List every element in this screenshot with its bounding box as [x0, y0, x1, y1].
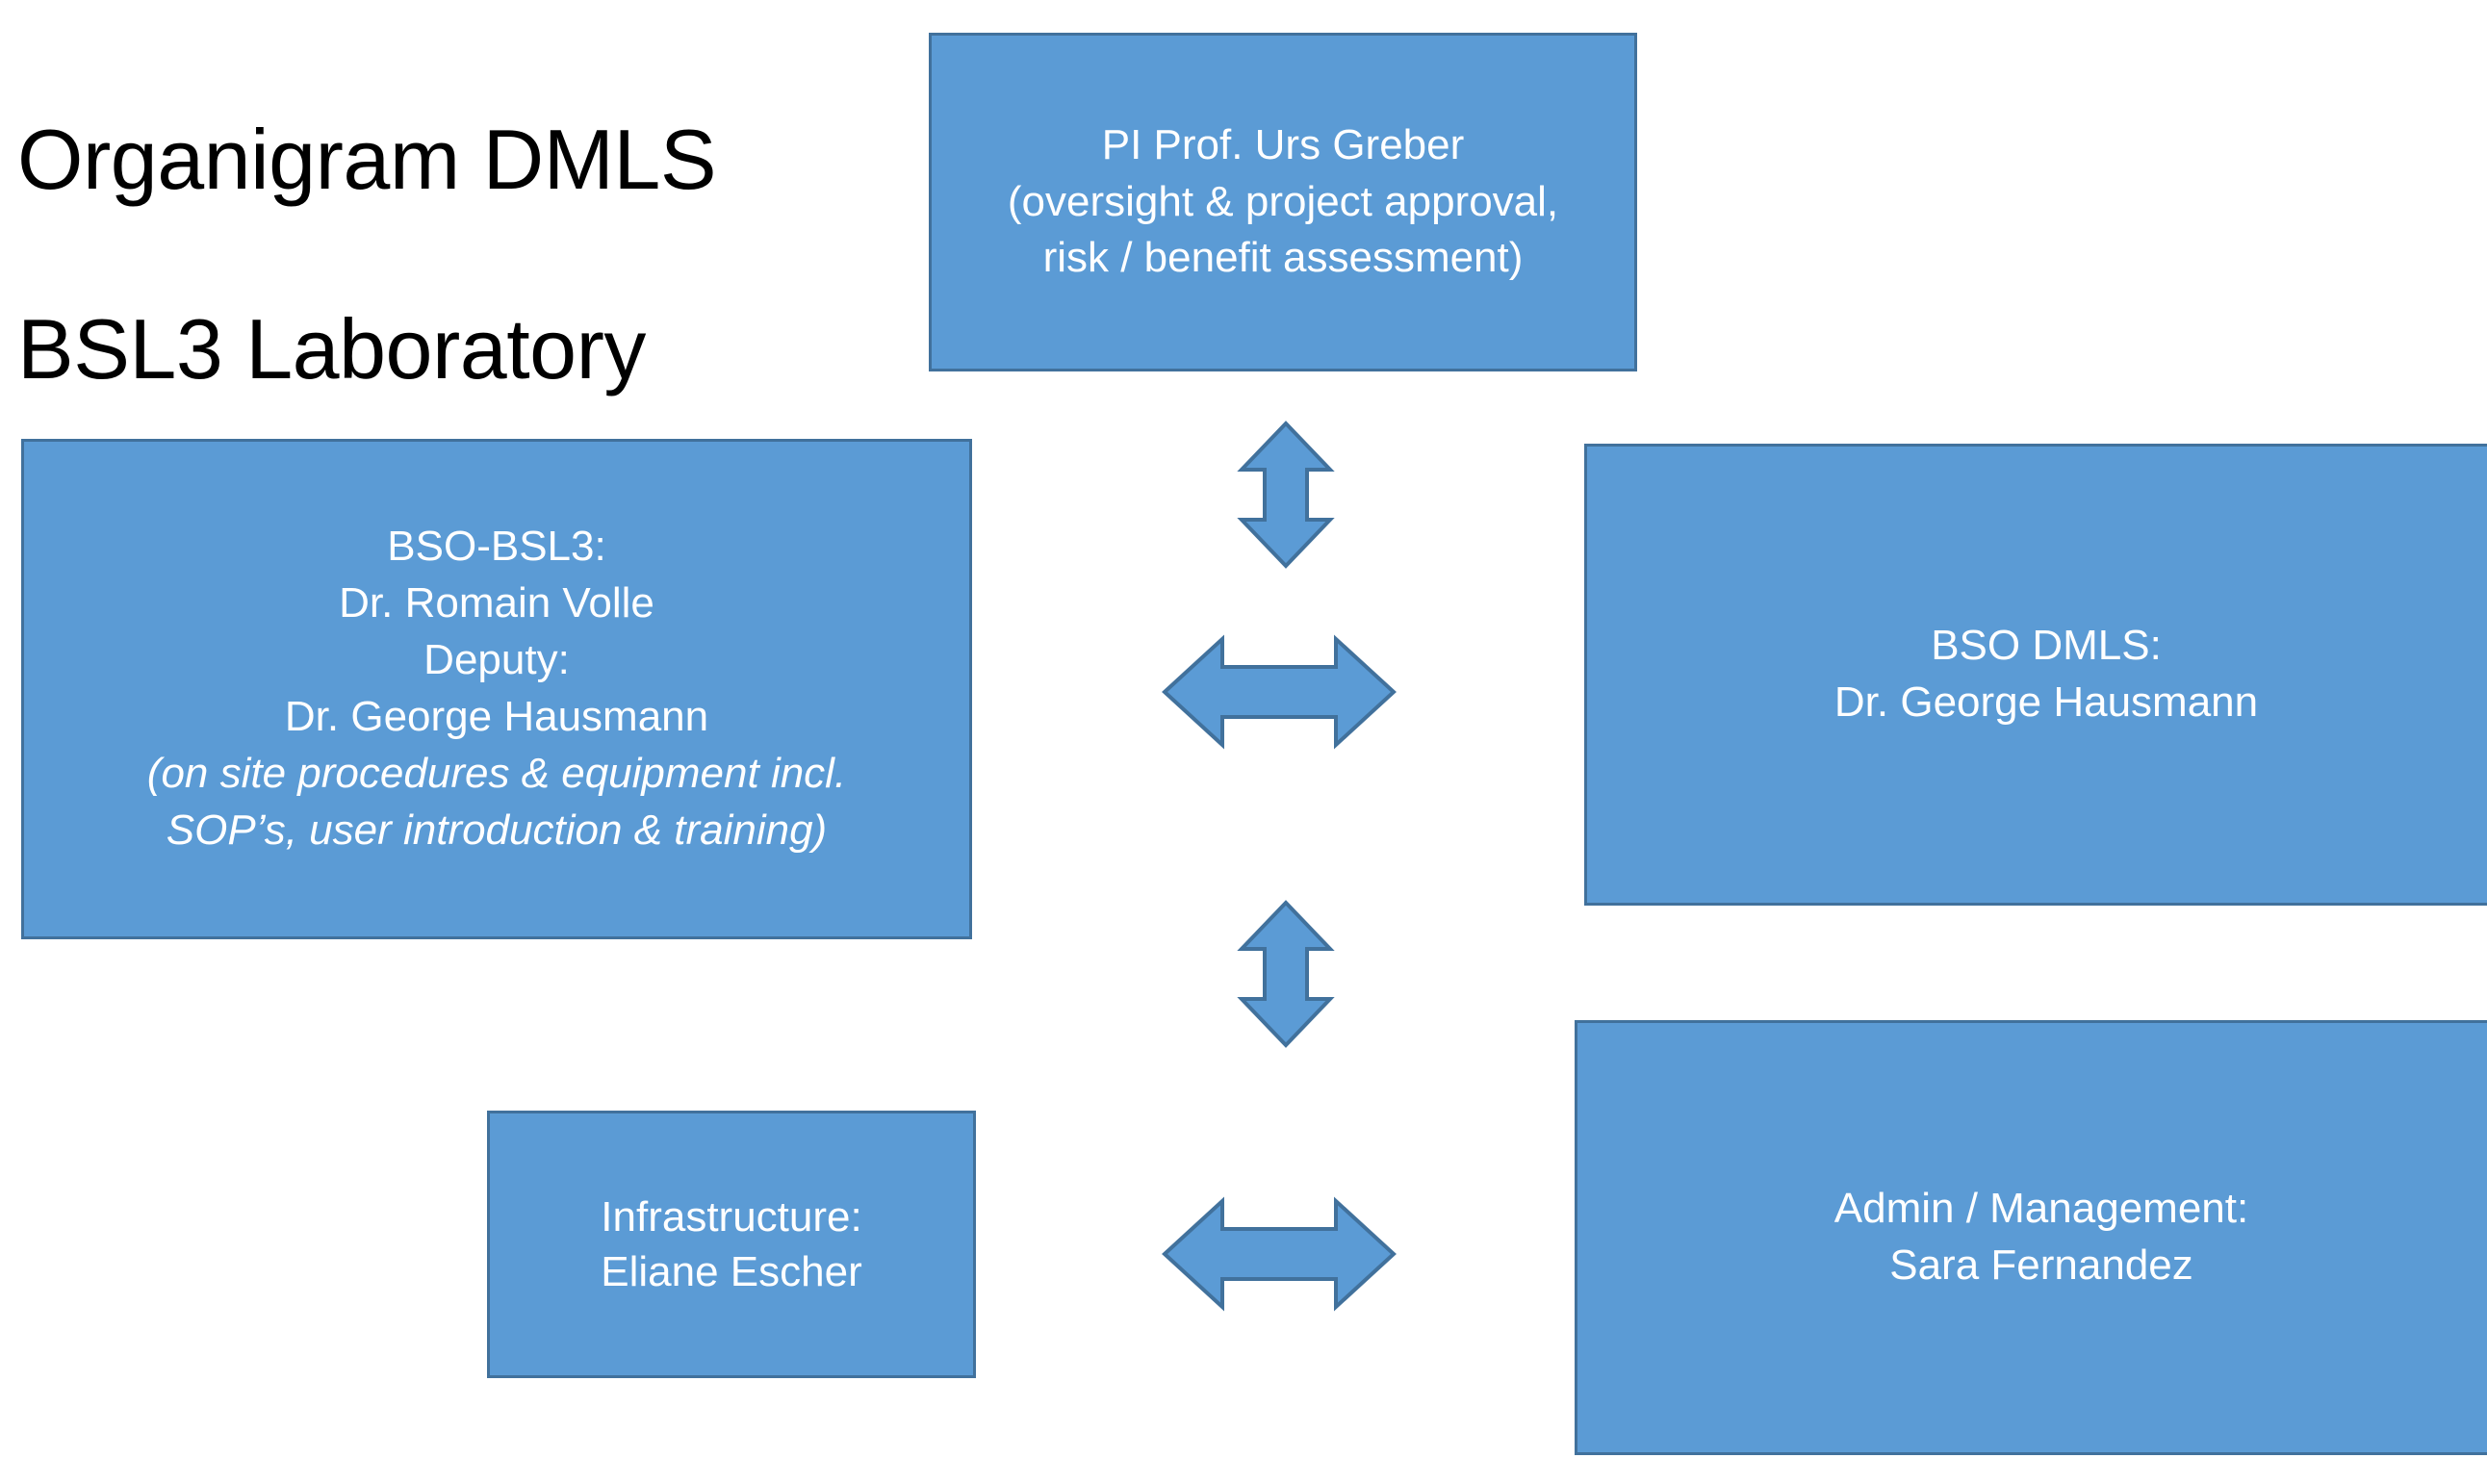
page-title-line-1: Organigram DMLS	[17, 111, 717, 207]
org-box-bso-dmls-line-1: BSO DMLS:	[1931, 622, 2162, 670]
org-box-pi-line-2: (oversight & project approval,	[1007, 177, 1559, 225]
org-box-bso-bsl3-line-2: Dr. Romain Volle	[339, 579, 654, 627]
org-box-infrastructure: Infrastructure: Eliane Escher	[487, 1111, 976, 1378]
org-box-bso-bsl3-line-1: BSO-BSL3:	[387, 523, 606, 571]
double-arrow-vertical-icon	[1237, 421, 1335, 569]
org-box-bso-bsl3-line-6: SOP’s, user introduction & training)	[166, 806, 828, 854]
org-box-pi-line-3: risk / benefit assessment)	[1042, 234, 1524, 282]
org-box-bso-bsl3-line-4: Dr. George Hausmann	[284, 693, 709, 740]
org-box-infrastructure-line-2: Eliane Escher	[601, 1248, 862, 1295]
double-arrow-horizontal-icon	[1162, 634, 1397, 750]
double-arrow-vertical-icon	[1237, 900, 1335, 1048]
org-box-admin-line-2: Sara Fernandez	[1889, 1241, 2193, 1289]
org-box-pi-line-1: PI Prof. Urs Greber	[1101, 120, 1465, 168]
org-box-pi: PI Prof. Urs Greber (oversight & project…	[929, 33, 1637, 371]
org-box-bso-bsl3-line-5: (on site procedures & equipment incl.	[146, 749, 847, 797]
org-box-bso-dmls: BSO DMLS: Dr. George Hausmann	[1584, 444, 2487, 906]
org-box-infrastructure-line-1: Infrastructure:	[601, 1192, 862, 1241]
page-title: Organigram DMLS BSL3 Laboratory	[17, 17, 884, 492]
org-box-bso-bsl3-line-3: Deputy:	[423, 636, 570, 684]
double-arrow-horizontal-icon	[1162, 1196, 1397, 1312]
org-box-bso-bsl3: BSO-BSL3: Dr. Romain Volle Deputy: Dr. G…	[21, 439, 972, 939]
org-box-admin-line-1: Admin / Management:	[1833, 1185, 2249, 1233]
org-box-admin-management: Admin / Management: Sara Fernandez	[1575, 1020, 2487, 1455]
org-box-bso-dmls-line-2: Dr. George Hausmann	[1833, 678, 2259, 726]
page-title-line-2: BSL3 Laboratory	[17, 300, 646, 397]
